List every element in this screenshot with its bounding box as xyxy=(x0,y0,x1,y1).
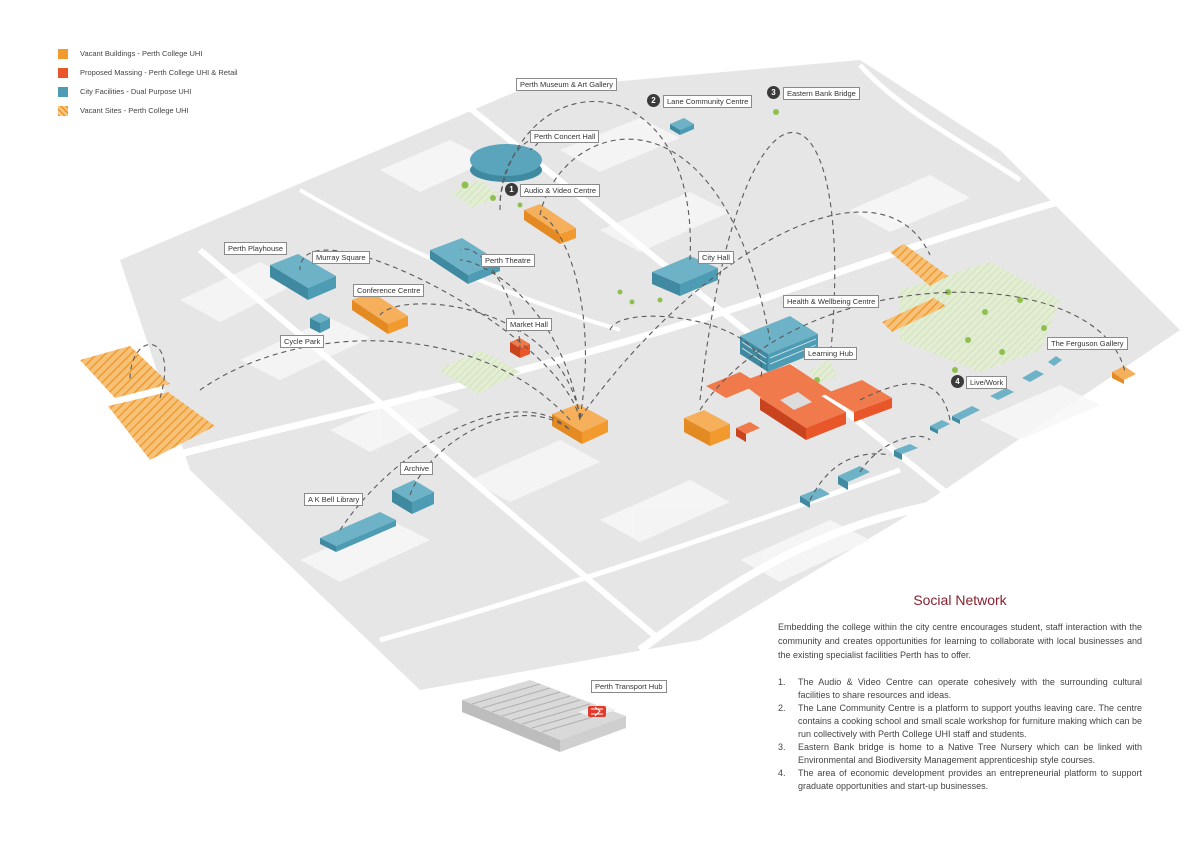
legend-row: Proposed Massing - Perth College UHI & R… xyxy=(58,63,238,82)
label-transport-hub: Perth Transport Hub xyxy=(591,680,667,693)
label-live-work: Live/Work xyxy=(966,376,1008,389)
label-murray-square: Murray Square xyxy=(312,251,370,264)
legend-label: Proposed Massing - Perth College UHI & R… xyxy=(80,68,238,77)
panel-list: 1.The Audio & Video Centre can operate c… xyxy=(778,676,1142,793)
list-item: 3.Eastern Bank bridge is home to a Nativ… xyxy=(778,742,1142,765)
marker-1: 1 xyxy=(505,183,518,196)
label-cycle-park: Cycle Park xyxy=(280,335,325,348)
marker-4: 4 xyxy=(951,375,964,388)
rail-icon xyxy=(588,706,606,717)
proposed-massing xyxy=(510,338,892,442)
label-archive: Archive xyxy=(400,462,434,475)
legend-row: City Facilities - Dual Purpose UHI xyxy=(58,82,238,101)
label-ak-bell-library: A K Bell Library xyxy=(304,493,364,506)
legend: Vacant Buildings - Perth College UHI Pro… xyxy=(58,44,238,120)
info-panel: Social Network Embedding the college wit… xyxy=(778,592,1142,793)
label-conference-centre: Conference Centre xyxy=(353,284,425,297)
connection-lines xyxy=(129,101,1126,531)
swatch-vacant-buildings xyxy=(58,48,68,59)
swatch-proposed-massing xyxy=(58,67,68,78)
marker-3: 3 xyxy=(767,86,780,99)
list-item: 4.The area of economic development provi… xyxy=(778,768,1142,791)
list-item: 2.The Lane Community Centre is a platfor… xyxy=(778,703,1142,739)
legend-label: City Facilities - Dual Purpose UHI xyxy=(80,87,192,96)
label-ferguson-gallery: The Ferguson Gallery xyxy=(1047,337,1128,350)
label-city-hall: City Hall xyxy=(698,251,734,264)
label-lane-community-centre: Lane Community Centre xyxy=(663,95,753,108)
label-eastern-bank-bridge: Eastern Bank Bridge xyxy=(783,87,860,100)
panel-intro: Embedding the college within the city ce… xyxy=(778,622,1142,660)
label-concert-hall: Perth Concert Hall xyxy=(530,130,600,143)
label-perth-playhouse: Perth Playhouse xyxy=(224,242,288,255)
legend-row: Vacant Sites - Perth College UHI xyxy=(58,101,238,120)
label-audio-video-centre: Audio & Video Centre xyxy=(520,184,600,197)
vacant-sites xyxy=(80,244,948,460)
legend-label: Vacant Buildings - Perth College UHI xyxy=(80,49,203,58)
label-museum: Perth Museum & Art Gallery xyxy=(516,78,617,91)
legend-label: Vacant Sites - Perth College UHI xyxy=(80,106,189,115)
legend-row: Vacant Buildings - Perth College UHI xyxy=(58,44,238,63)
swatch-city-facilities xyxy=(58,86,68,97)
marker-2: 2 xyxy=(647,94,660,107)
green-spaces xyxy=(438,180,1060,394)
panel-title: Social Network xyxy=(913,592,1007,608)
swatch-vacant-sites xyxy=(58,105,68,116)
label-market-hall: Market Hall xyxy=(506,318,552,331)
list-item: 1.The Audio & Video Centre can operate c… xyxy=(778,677,1142,700)
railway-station xyxy=(462,680,626,752)
label-learning-hub: Learning Hub xyxy=(804,347,858,360)
label-perth-theatre: Perth Theatre xyxy=(481,254,535,267)
label-health-wellbeing-centre: Health & Wellbeing Centre xyxy=(783,295,880,308)
roads xyxy=(119,63,1181,654)
